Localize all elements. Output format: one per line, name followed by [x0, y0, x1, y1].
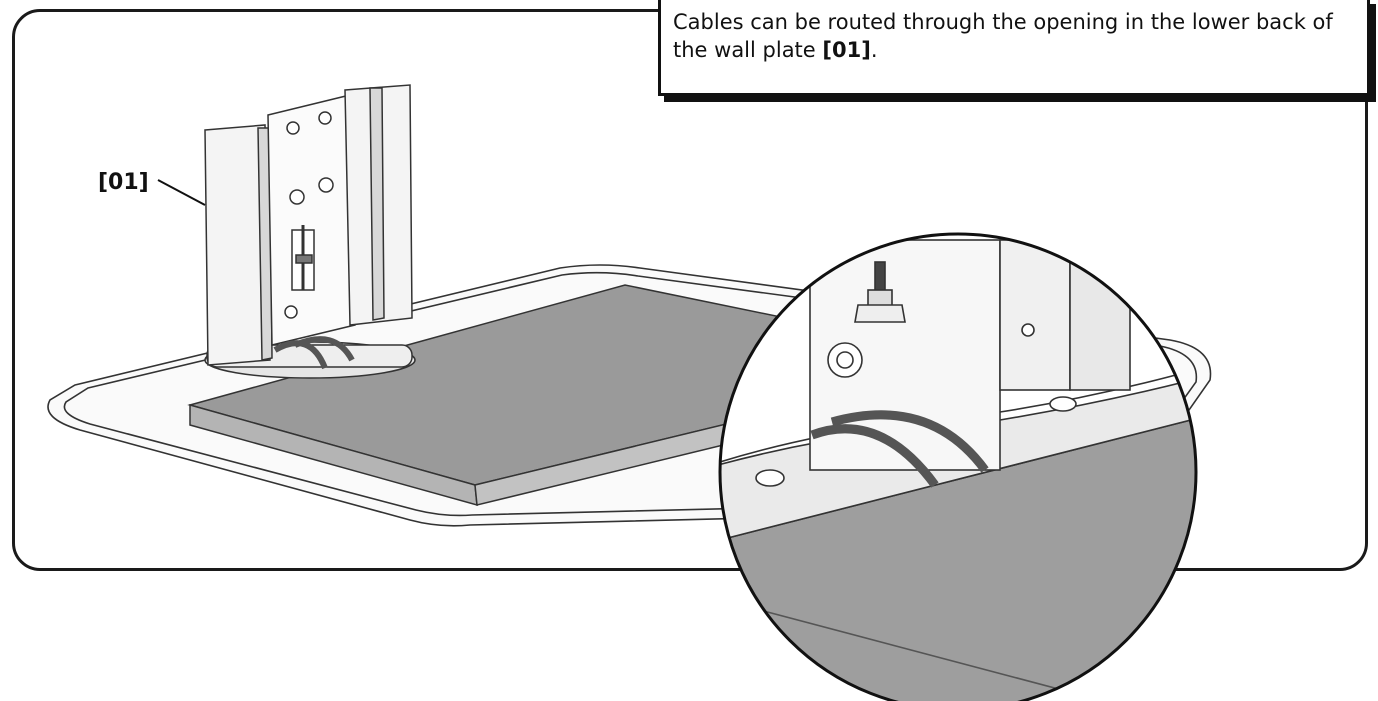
callout-part-ref: [01] [822, 38, 871, 62]
detail-magnifier [718, 232, 1198, 701]
cables-small [273, 336, 355, 370]
callout-text-main: Cables can be routed through the opening… [673, 10, 1333, 62]
callout-text: Cables can be routed through the opening… [673, 8, 1363, 64]
wall-plate [204, 84, 416, 379]
callout-text-end: . [870, 38, 878, 62]
label-leader-line [157, 179, 206, 206]
instruction-callout: Cables can be routed through the opening… [658, 0, 1370, 96]
part-label-01: [01] [98, 170, 149, 195]
